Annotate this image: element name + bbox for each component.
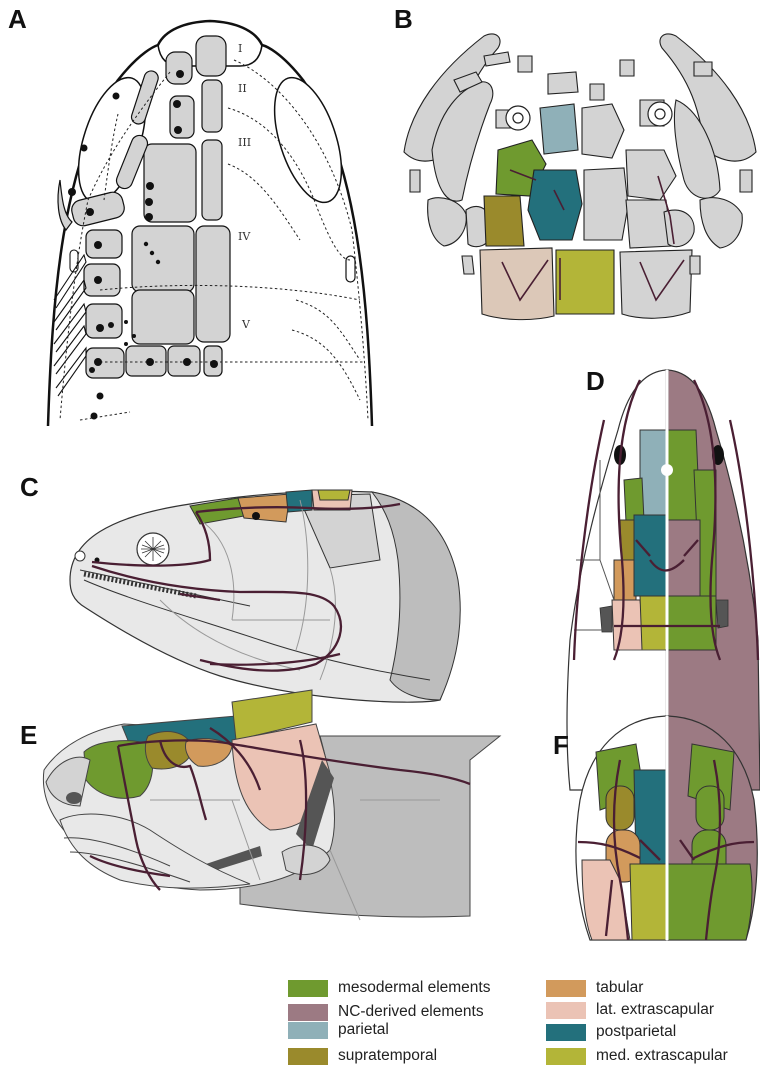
legend-item-med-extrascapular: med. extrascapular [546, 1046, 728, 1066]
panel-c: C [20, 472, 460, 702]
legend-swatch [546, 1048, 586, 1065]
panel-a: A [8, 4, 372, 426]
legend: mesodermal elements NC-derived elements … [288, 978, 758, 1066]
legend-swatch [546, 980, 586, 997]
legend-item-supratemporal: supratemporal [288, 1046, 437, 1066]
row-label-2: II [238, 82, 247, 95]
legend-label: lat. extrascapular [596, 1001, 714, 1019]
legend-swatch [288, 980, 328, 997]
legend-label: med. extrascapular [596, 1047, 728, 1065]
panel-e: E [20, 690, 500, 920]
legend-label: NC-derived elements [338, 1003, 484, 1021]
panel-label-d: D [586, 366, 605, 396]
legend-item-mesodermal: mesodermal elements [288, 978, 490, 998]
legend-item-nc-derived: NC-derived elements [288, 1002, 484, 1022]
figure-canvas: A [0, 0, 760, 970]
panel-b: B [394, 4, 756, 320]
legend-label: supratemporal [338, 1047, 437, 1065]
legend-label: mesodermal elements [338, 979, 490, 997]
row-label-3: III [238, 136, 251, 149]
row-label-1: I [238, 42, 242, 55]
legend-item-tabular: tabular [546, 978, 643, 998]
panel-label-c: C [20, 472, 39, 502]
legend-swatch [546, 1002, 586, 1019]
legend-item-postparietal: postparietal [546, 1022, 676, 1042]
legend-item-lat-extrascapular: lat. extrascapular [546, 1000, 714, 1020]
legend-swatch [288, 1004, 328, 1021]
panel-label-f: F [553, 730, 569, 760]
legend-swatch [546, 1024, 586, 1041]
legend-item-parietal: parietal [288, 1020, 389, 1040]
legend-swatch [288, 1048, 328, 1065]
panel-label-b: B [394, 4, 413, 34]
row-label-5: V [241, 318, 251, 331]
legend-label: postparietal [596, 1023, 676, 1041]
legend-label: tabular [596, 979, 643, 997]
legend-label: parietal [338, 1021, 389, 1039]
row-label-4: IV [238, 230, 251, 243]
panel-label-e: E [20, 720, 37, 750]
panel-label-a: A [8, 4, 27, 34]
legend-swatch [288, 1022, 328, 1039]
panel-a-right-orbit [261, 70, 354, 211]
